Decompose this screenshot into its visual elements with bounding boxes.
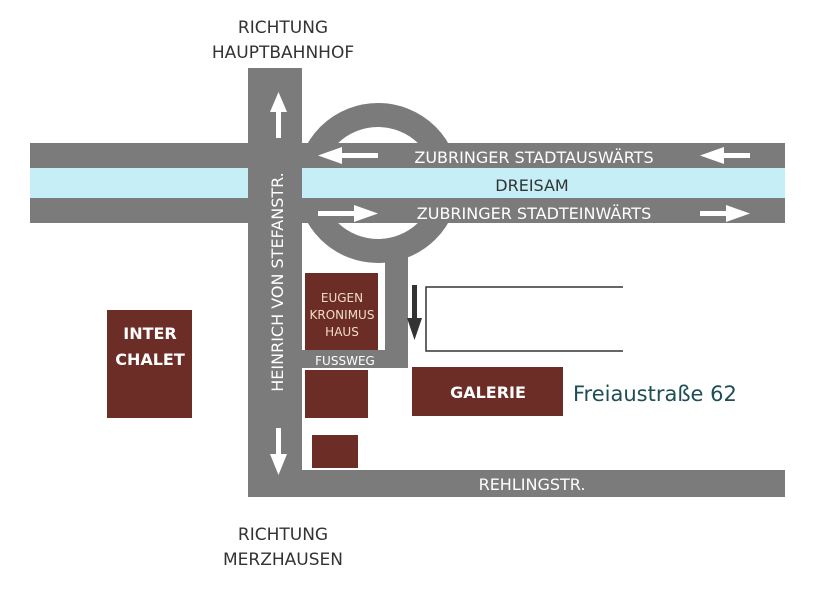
label-dreisam: DREISAM [495,176,568,195]
arrow-right-icon [318,205,378,222]
building-inter-chalet [107,310,192,418]
inter-chalet-line2: CHALET [115,350,185,369]
north-direction-line1: RICHTUNG [238,18,328,38]
label-rehlingstr: REHLINGSTR. [479,475,586,494]
building-block-small [312,435,358,468]
road-fussweg [302,350,408,368]
kronimus-line2: KRONIMUS [310,308,375,322]
road-stadteinwaerts [30,198,785,223]
arrow-down-icon [270,428,287,475]
south-direction-line1: RICHTUNG [238,525,328,545]
kronimus-line1: EUGEN [321,291,363,305]
road-heinrich-von-stefanstr [248,68,302,497]
road-stadtauswaerts [30,143,785,168]
label-stadteinwaerts: ZUBRINGER STADTEINWÄRTS [417,204,651,223]
entrance-arrow-icon [407,285,422,340]
address-text: Freiaustraße 62 [573,382,737,406]
road-rehlingstr [302,470,785,497]
connector-road [385,240,408,368]
label-galerie: GALERIE [450,383,526,402]
inter-chalet-line1: INTER [123,324,177,343]
label-stadtauswaerts: ZUBRINGER STADTAUSWÄRTS [414,148,653,167]
building-galerie [412,367,563,416]
arrow-left-icon [700,147,750,164]
river-dreisam [30,168,785,198]
kronimus-line3: HAUS [325,325,359,339]
building-kronimus-haus [305,273,378,350]
arrow-up-icon [270,92,287,138]
area-outline [425,286,623,352]
arrow-left-icon [318,147,378,164]
north-direction-line2: HAUPTBAHNHOF [212,43,354,63]
building-block [305,370,368,418]
arrow-right-icon [700,205,750,222]
label-heinrich-von-stefanstr: HEINRICH VON STEFANSTR. [268,172,287,392]
label-fussweg: FUSSWEG [315,354,375,368]
south-direction-line2: MERZHAUSEN [223,550,343,570]
